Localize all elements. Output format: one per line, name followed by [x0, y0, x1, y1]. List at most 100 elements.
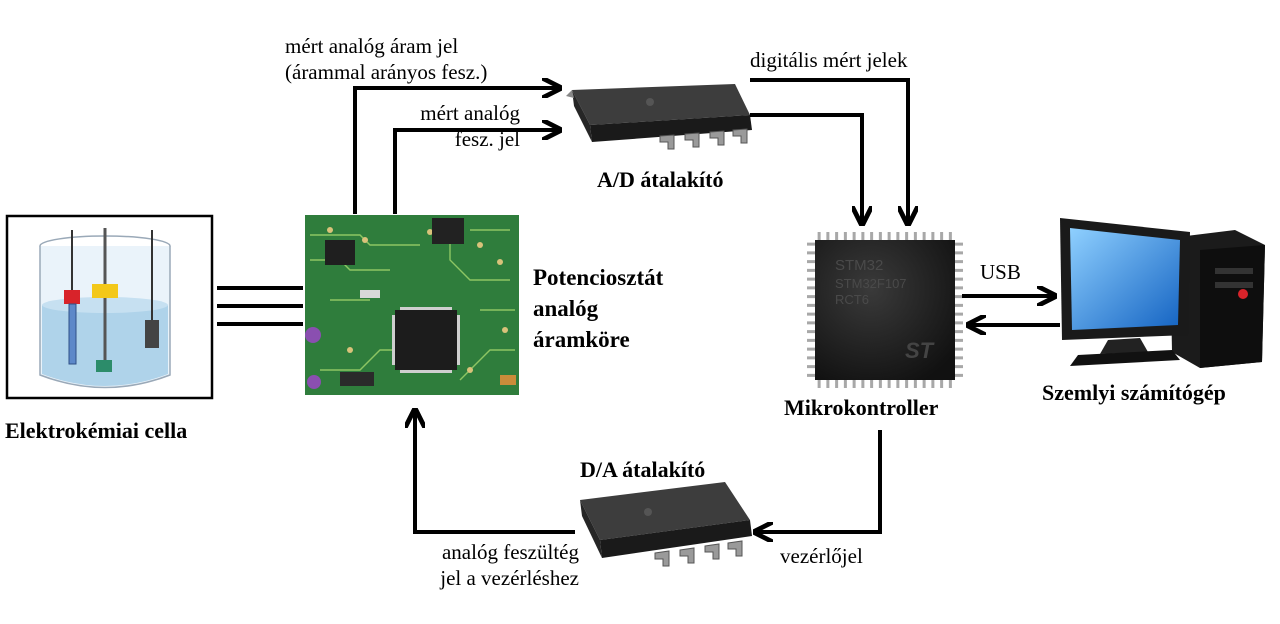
mcu-pin [955, 295, 963, 299]
mcu-pin [807, 330, 815, 334]
mcu-pin [861, 380, 865, 388]
mcu-pin [807, 286, 815, 290]
mcu-pin [940, 232, 944, 240]
mcu-pin [931, 232, 935, 240]
mcu-pin [807, 268, 815, 272]
power-led [1238, 289, 1248, 299]
mcu-pin [817, 380, 821, 388]
mcu-pin [817, 232, 821, 240]
arrow-digital-1 [750, 78, 908, 224]
mcu-pin [887, 380, 891, 388]
usb-label: USB [980, 260, 1021, 284]
mcu-engraving: STM32 [835, 257, 883, 274]
mcu-pin [896, 380, 900, 388]
signal-arrows [353, 78, 1060, 534]
control-signal-label: vezérlőjel [780, 544, 863, 568]
mcu-pin [913, 380, 917, 388]
mcu-pin [843, 380, 847, 388]
mcu-pin [852, 380, 856, 388]
mcu-pin [955, 268, 963, 272]
potentiostat-pcb [305, 215, 519, 395]
mcu-pin [878, 232, 882, 240]
personal-computer [1060, 218, 1265, 368]
mcu-pin [807, 260, 815, 264]
mcu-pin [826, 380, 830, 388]
mcu-pin [913, 232, 917, 240]
current-signal-label: mért analóg áram jel (árammal arányos fe… [285, 33, 487, 85]
microcontroller-chip: STM32 STM32F107 RCT6 ST [807, 232, 963, 388]
mcu-pin [835, 232, 839, 240]
pc-label: Szemlyi számítógép [1042, 380, 1226, 405]
monitor-screen [1070, 228, 1180, 330]
mcu-pin [948, 232, 952, 240]
arrow-voltage-signal [393, 130, 560, 214]
mcu-pin [807, 321, 815, 325]
cell-connection-lines [217, 286, 303, 326]
svg-text:STM32F107: STM32F107 [835, 276, 907, 291]
mcu-pin [843, 232, 847, 240]
mcu-pin [861, 232, 865, 240]
mcu-pin [955, 338, 963, 342]
mcu-pin [955, 242, 963, 246]
mcu-label: Mikrokontroller [784, 395, 939, 420]
mcu-pin [870, 380, 874, 388]
mcu-pin [922, 232, 926, 240]
pcb-small-chip [325, 240, 355, 265]
mcu-pin [807, 356, 815, 360]
digital-signal-label: digitális mért jelek [750, 48, 908, 72]
mcu-pin [807, 295, 815, 299]
mcu-pin [887, 232, 891, 240]
voltage-signal-line-2: fesz. jel [454, 127, 520, 151]
mcu-pin [807, 338, 815, 342]
potentiostat-label: Potenciosztát analóg áramköre [533, 262, 663, 355]
mcu-pin [807, 365, 815, 369]
voltage-signal-line-1: mért analóg [420, 101, 520, 125]
arrow-control-voltage [415, 410, 575, 534]
mcu-pin [826, 232, 830, 240]
current-signal-line-1: mért analóg áram jel [285, 34, 459, 58]
mcu-pin [955, 286, 963, 290]
current-signal-line-2: (árammal arányos fesz.) [285, 60, 488, 84]
mcu-pin [878, 380, 882, 388]
adc-chip [566, 84, 752, 150]
potentiostat-label-line-3: áramköre [533, 327, 630, 352]
reference-electrode-cap [64, 290, 80, 304]
mcu-pin [807, 251, 815, 255]
mcu-pin [922, 380, 926, 388]
mcu-pin [807, 242, 815, 246]
mcu-pin [955, 365, 963, 369]
dac-label: D/A átalakító [580, 457, 706, 482]
mcu-pin [835, 380, 839, 388]
arrow-current-signal [353, 88, 560, 214]
control-voltage-line-1: analóg feszültég [441, 540, 579, 564]
svg-text:RCT6: RCT6 [835, 292, 869, 307]
mcu-pin [955, 277, 963, 281]
mcu-pin [905, 380, 909, 388]
mcu-pin [955, 251, 963, 255]
control-voltage-label: analóg feszültég jel a vezérléshez [385, 539, 579, 591]
mcu-pin [955, 330, 963, 334]
potentiostat-label-line-1: Potenciosztát [533, 265, 664, 290]
mcu-pin [955, 356, 963, 360]
electrochemical-cell [5, 214, 214, 400]
mcu-pin [948, 380, 952, 388]
working-electrode-clamp [92, 284, 118, 298]
mcu-pin [955, 373, 963, 377]
mcu-pin [807, 303, 815, 307]
adc-label: A/D átalakító [597, 167, 724, 192]
mcu-pin [807, 277, 815, 281]
mcu-pin [807, 312, 815, 316]
mcu-pin [807, 373, 815, 377]
mcu-pin [931, 380, 935, 388]
cell-label: Elektrokémiai cella [5, 418, 188, 443]
mcu-pin [955, 260, 963, 264]
mcu-pin [940, 380, 944, 388]
mcu-pin [955, 312, 963, 316]
voltage-signal-label: mért analóg fesz. jel [392, 100, 520, 152]
control-voltage-line-2: jel a vezérléshez [440, 566, 579, 590]
mcu-pin [955, 347, 963, 351]
mcu-pin [905, 232, 909, 240]
pcb-main-chip [395, 310, 457, 370]
arrow-digital-2 [750, 113, 862, 224]
